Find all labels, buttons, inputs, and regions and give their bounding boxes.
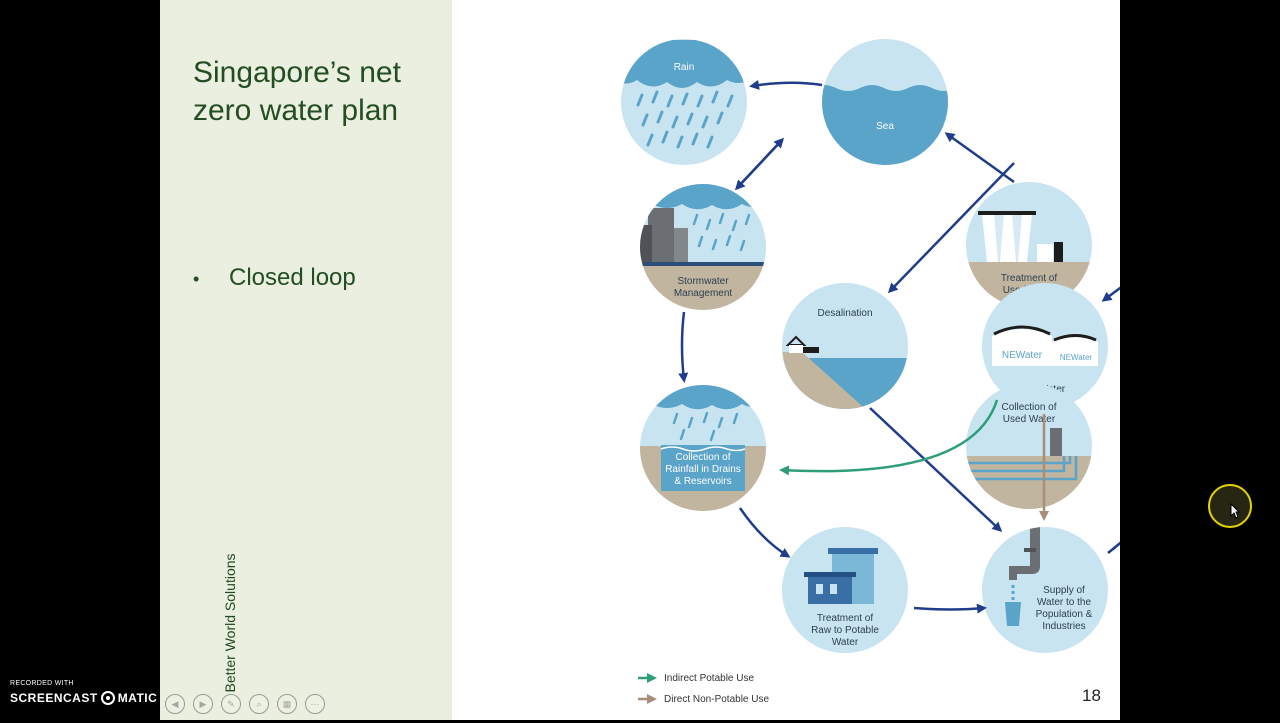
collection-rain-label-1: Collection of bbox=[675, 452, 730, 463]
arrow-desal-to-supply bbox=[869, 407, 1003, 533]
raindrops bbox=[636, 90, 734, 149]
desalination-node: Desalination bbox=[782, 283, 908, 409]
page-number: 18 bbox=[1082, 686, 1101, 705]
flow-arrows bbox=[678, 79, 1120, 614]
recorder-line2: SCREENCAST bbox=[10, 691, 98, 705]
arrow-treatment-to-newater bbox=[1101, 286, 1120, 302]
prev-icon[interactable]: ◀ bbox=[165, 694, 185, 714]
stormwater-label-2: Management bbox=[674, 288, 733, 299]
slide: Singapore’s net zero water plan • Closed … bbox=[160, 0, 1120, 720]
supply-node: Supply of Water to the Population & Indu… bbox=[982, 527, 1108, 653]
supply-label-1: Supply of bbox=[1043, 585, 1085, 596]
desalination-label: Desalination bbox=[817, 308, 872, 319]
treatment-raw-label-1: Treatment of bbox=[817, 613, 874, 624]
treatment-raw-label-2: Raw to Potable bbox=[811, 625, 879, 636]
arrow-sea-to-rain bbox=[749, 79, 823, 90]
record-icon bbox=[100, 691, 115, 705]
newater-sign-1: NEWater bbox=[1002, 350, 1043, 361]
bullet-list: • Closed loop bbox=[193, 262, 356, 295]
stormwater-label-1: Stormwater bbox=[677, 276, 729, 287]
source-credit: Better World Solutions bbox=[222, 553, 238, 693]
collection-rain-label-3: & Reservoirs bbox=[674, 476, 731, 487]
stormwater-node: Stormwater Management bbox=[640, 184, 766, 310]
slides-icon[interactable]: ▦ bbox=[277, 694, 297, 714]
bullet-text: Closed loop bbox=[229, 264, 356, 291]
legend-direct-label: Direct Non-Potable Use bbox=[664, 694, 769, 705]
arrow-rain-to-storm bbox=[734, 139, 783, 191]
next-icon[interactable]: ▶ bbox=[193, 694, 213, 714]
sea-label: Sea bbox=[876, 121, 894, 132]
supply-label-3: Population & bbox=[1036, 609, 1093, 620]
bullet-dot: • bbox=[193, 269, 200, 289]
sea-node: Sea bbox=[822, 39, 948, 165]
slide-title: Singapore’s net zero water plan bbox=[193, 56, 401, 127]
collection-used-label-2: Used Water bbox=[1003, 414, 1056, 425]
arrow-supply-to-collection-used bbox=[1107, 541, 1120, 554]
treatment-raw-node: Treatment of Raw to Potable Water bbox=[782, 527, 908, 653]
arrow-collection-to-treatment-raw bbox=[738, 507, 791, 558]
treatment-raw-label-3: Water bbox=[832, 637, 859, 648]
mouse-pointer-icon bbox=[1230, 503, 1240, 519]
title-panel: Singapore’s net zero water plan • Closed … bbox=[160, 0, 452, 720]
collection-rainfall-node: Collection of Rainfall in Drains & Reser… bbox=[640, 385, 766, 511]
rain-node: Rain bbox=[621, 39, 747, 165]
recorder-brand: SCREENCAST MATIC bbox=[10, 691, 157, 705]
zoom-icon[interactable]: ⌕ bbox=[249, 694, 269, 714]
more-icon[interactable]: ⋯ bbox=[305, 694, 325, 714]
presentation-controls: ◀ ▶ ✎ ⌕ ▦ ⋯ bbox=[165, 694, 325, 714]
arrow-storm-to-collection bbox=[678, 311, 689, 383]
cursor-highlight bbox=[1208, 484, 1252, 528]
collection-used-label-1: Collection of bbox=[1001, 402, 1056, 413]
recorder-watermark: RECORDED WITH SCREENCAST MATIC bbox=[10, 680, 157, 705]
arrow-sea-to-desalination bbox=[887, 162, 1015, 294]
collection-rain-label-2: Rainfall in Drains bbox=[665, 464, 741, 475]
rain-label: Rain bbox=[674, 62, 695, 73]
treatment-used-label-1: Treatment of bbox=[1001, 273, 1058, 284]
arrow-raw-to-supply bbox=[913, 603, 987, 614]
arrow-newater-to-reservoirs bbox=[779, 399, 999, 476]
newater-sign-2: NEWater bbox=[1060, 353, 1092, 362]
water-cycle-diagram: Rain Sea bbox=[621, 39, 1120, 705]
recorder-line1: RECORDED WITH bbox=[10, 680, 74, 687]
pen-icon[interactable]: ✎ bbox=[221, 694, 241, 714]
supply-label-2: Water to the bbox=[1037, 597, 1092, 608]
supply-label-4: Industries bbox=[1042, 621, 1085, 632]
recorder-line3: MATIC bbox=[117, 691, 158, 705]
bullet-item: • Closed loop bbox=[193, 262, 356, 295]
legend-indirect-label: Indirect Potable Use bbox=[664, 673, 754, 684]
collection-used-water-node: Collection of Used Water bbox=[966, 383, 1092, 509]
legend: Indirect Potable Use Direct Non-Potable … bbox=[638, 673, 769, 705]
